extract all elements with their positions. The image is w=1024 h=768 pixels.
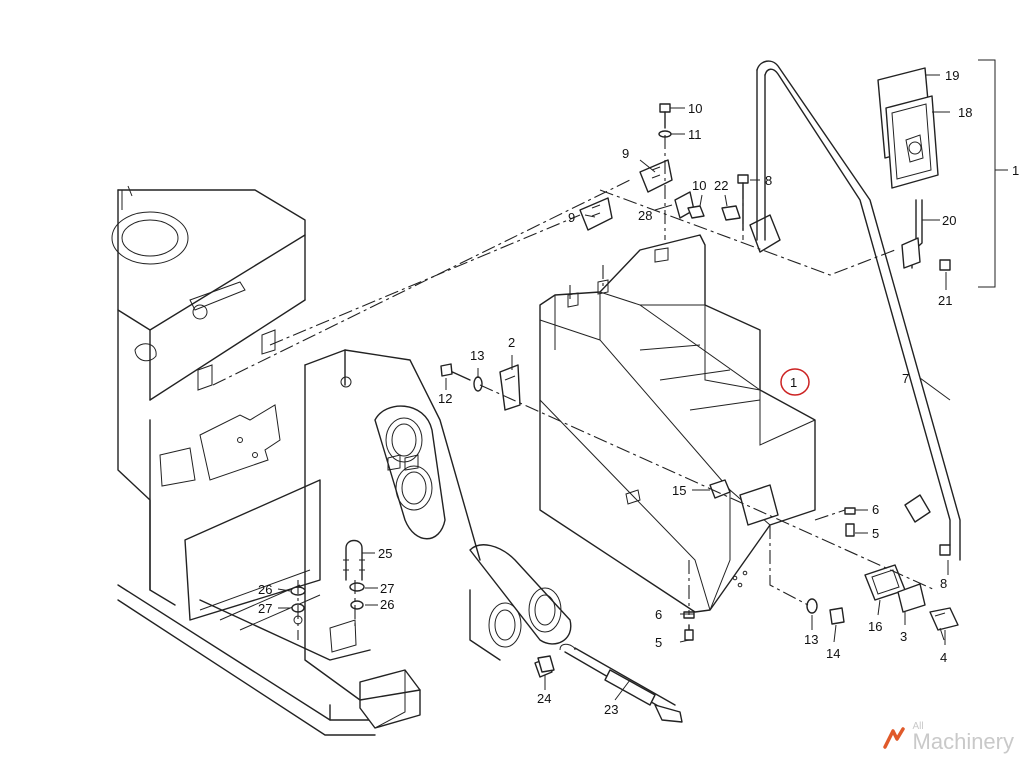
callout-10a: 10 [688, 101, 702, 116]
callouts: 1 1 2 3 4 5 5 6 6 7 8 8 9 9 10 10 11 12 … [258, 68, 1019, 717]
tank [539, 234, 816, 613]
callout-1: 1 [790, 375, 797, 390]
callout-8b: 8 [940, 576, 947, 591]
callout-19: 19 [945, 68, 959, 83]
callout-14: 14 [826, 646, 840, 661]
callout-13b: 13 [804, 632, 818, 647]
callout-10b: 10 [692, 178, 706, 193]
support-frame [219, 349, 572, 701]
callout-27a: 27 [380, 581, 394, 596]
callout-6a: 6 [872, 502, 879, 517]
callout-9b: 9 [568, 210, 575, 225]
callout-27b: 27 [258, 601, 272, 616]
leader-lines [277, 74, 951, 701]
highlight-circle [780, 368, 810, 396]
callout-28: 28 [638, 208, 652, 223]
callout-22: 22 [714, 178, 728, 193]
grab-handle [756, 60, 961, 561]
callout-7: 7 [902, 371, 909, 386]
callout-24: 24 [537, 691, 551, 706]
watermark-small-text: All [912, 721, 924, 732]
callout-9a: 9 [622, 146, 629, 161]
callout-2: 2 [508, 335, 515, 350]
callout-26b: 26 [380, 597, 394, 612]
callout-21: 21 [938, 293, 952, 308]
callout-18: 18 [958, 105, 972, 120]
callout-4: 4 [940, 650, 947, 665]
machine-frame [111, 185, 421, 736]
callout-12: 12 [438, 391, 452, 406]
callout-3: 3 [900, 629, 907, 644]
callout-20: 20 [942, 213, 956, 228]
callout-5b: 5 [655, 635, 662, 650]
callout-1-group: 1 [1012, 163, 1019, 178]
mirror-assembly [877, 67, 939, 269]
callout-6b: 6 [655, 607, 662, 622]
callout-11: 11 [688, 127, 702, 142]
hardware [440, 103, 959, 673]
callout-16: 16 [868, 619, 882, 634]
callout-13a: 13 [470, 348, 484, 363]
callout-8a: 8 [765, 173, 772, 188]
callout-26a: 26 [258, 582, 272, 597]
callout-5a: 5 [872, 526, 879, 541]
brackets [579, 159, 695, 231]
callout-23: 23 [604, 702, 618, 717]
center-lines [212, 135, 936, 640]
watermark: All Machinery [882, 721, 1014, 754]
watermark-text: Machinery [912, 729, 1014, 754]
group-bracket [978, 59, 1008, 288]
callout-15: 15 [672, 483, 686, 498]
all-machinery-logo-icon [882, 727, 905, 749]
u-bolt [290, 539, 365, 613]
callout-25: 25 [378, 546, 392, 561]
